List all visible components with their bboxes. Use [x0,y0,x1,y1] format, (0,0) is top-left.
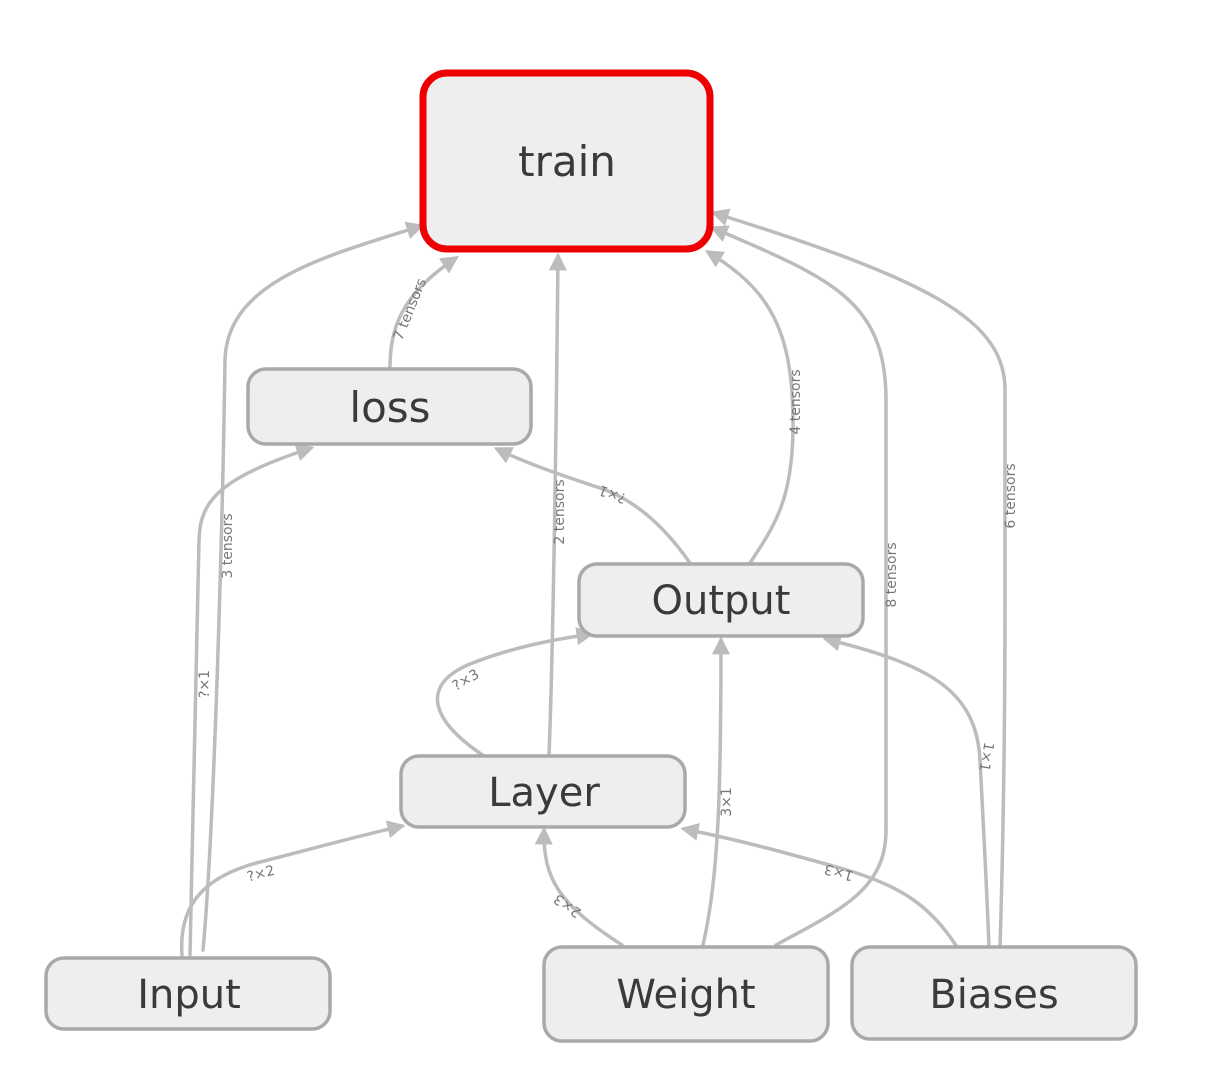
edge-label-layer-to-train: 2 tensors [552,479,568,544]
edge-label-input-to-train: 3 tensors [220,513,236,578]
edge-label-loss-to-train: 7 tensors [391,276,430,342]
edge-label-input-to-layer: ?×2 [245,863,276,886]
node-label-weight: Weight [616,972,755,1018]
edge-weight-to-train[interactable]: 8 tensors [709,225,900,947]
edge-label-weight-to-output: 3×1 [719,787,735,817]
edge-label-input-to-loss: ?×1 [197,670,213,698]
node-label-train: train [518,137,616,186]
node-input[interactable]: Input [44,956,332,1031]
edge-output-to-loss[interactable]: ?×1 [493,447,692,565]
edge-label-biases-to-layer: 1×3 [823,860,856,883]
edge-input-to-train[interactable]: 3 tensors [201,221,425,952]
node-label-output: Output [652,578,791,624]
edge-weight-to-output[interactable]: 3×1 [701,636,735,947]
edge-biases-to-layer[interactable]: 1×3 [680,822,959,949]
node-biases[interactable]: Biases [850,945,1138,1041]
edge-biases-to-train[interactable]: 6 tensors [710,208,1019,949]
node-output[interactable]: Output [577,562,865,638]
edge-label-biases-to-train: 6 tensors [1003,463,1019,528]
edge-biases-to-output[interactable]: 1×1 [822,633,996,949]
edge-layer-to-train[interactable]: 2 tensors [547,252,568,758]
node-label-biases: Biases [929,972,1058,1018]
edge-input-to-layer[interactable]: ?×2 [179,820,406,957]
node-train[interactable]: train [419,69,714,253]
edge-label-weight-to-layer: 2×3 [551,890,584,920]
node-weight[interactable]: Weight [542,945,830,1043]
edge-label-biases-to-output: 1×1 [975,741,996,773]
node-label-input: Input [137,972,241,1018]
edge-loss-to-train[interactable]: 7 tensors [388,256,460,370]
node-label-loss: loss [349,383,430,432]
node-loss[interactable]: loss [246,367,533,446]
edge-weight-to-layer[interactable]: 2×3 [534,826,624,947]
edge-input-to-loss[interactable]: ?×1 [188,443,315,957]
edge-label-weight-to-train: 8 tensors [884,542,900,607]
edge-label-output-to-train: 4 tensors [788,369,804,434]
node-label-layer: Layer [488,770,600,816]
edge-label-output-to-loss: ?×1 [597,481,629,506]
edge-output-to-train[interactable]: 4 tensors [704,250,804,565]
edge-layer-to-output[interactable]: ?×3 [435,627,595,758]
node-layer[interactable]: Layer [399,754,687,829]
